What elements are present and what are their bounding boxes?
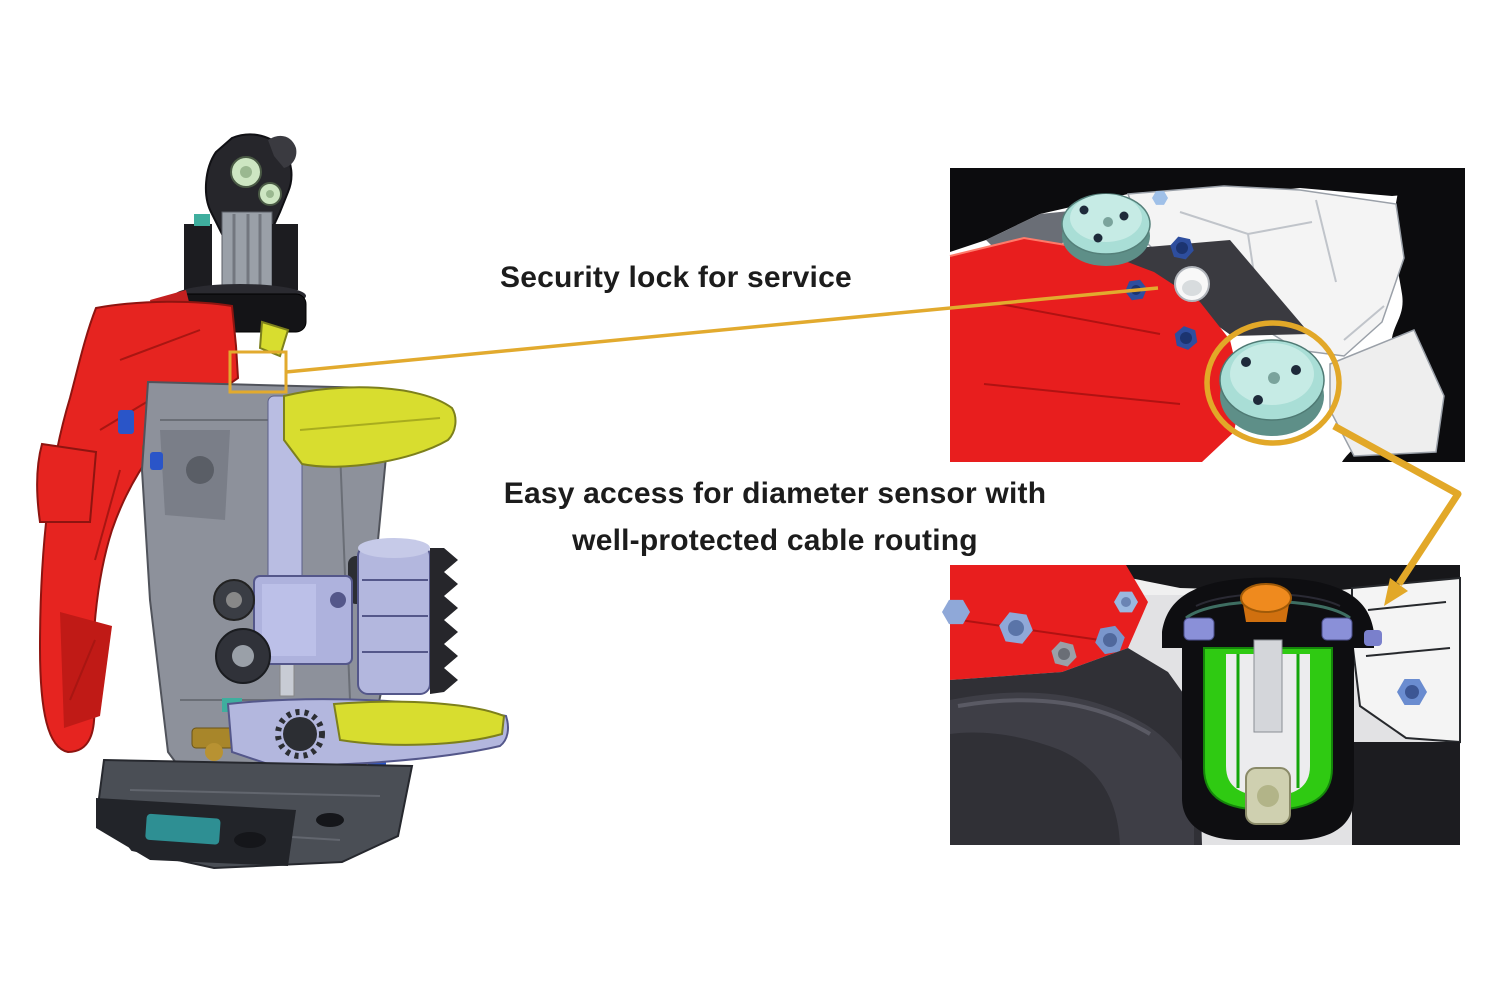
diameter-sensor-cross-section [1162,577,1382,840]
cable-routing-band [950,648,1202,845]
sensor-orange-cap [1240,583,1292,613]
tilt-frame [36,300,240,754]
sensor-cap-circled [1219,339,1325,436]
arrowhead-icon [1384,578,1408,606]
sensor-cap [1061,193,1151,266]
lower-delimb-knife [226,698,509,767]
feed-roller [357,538,458,695]
diameter-sensor-detail-view [942,565,1461,845]
easy-access-label-line1: Easy access for diameter sensor with [503,477,1047,510]
annotation-overlay [285,286,1462,606]
sensor-callout-arrow [1332,422,1462,586]
harvester-head-view [36,133,509,870]
hex-bolt [942,591,1138,669]
highlight-circle [1204,320,1342,446]
easy-access-label: Easy access for diameter sensor with wel… [455,470,1095,564]
security-lock-callout-line [285,286,1159,374]
security-lock-label-text: Security lock for service [500,261,852,294]
security-lock-detail-view [949,168,1465,462]
base-frame [96,758,414,870]
security-lock-label: Security lock for service [500,261,920,295]
easy-access-label-line2: well-protected cable routing [572,524,978,557]
upper-delimb-knife [258,320,457,468]
